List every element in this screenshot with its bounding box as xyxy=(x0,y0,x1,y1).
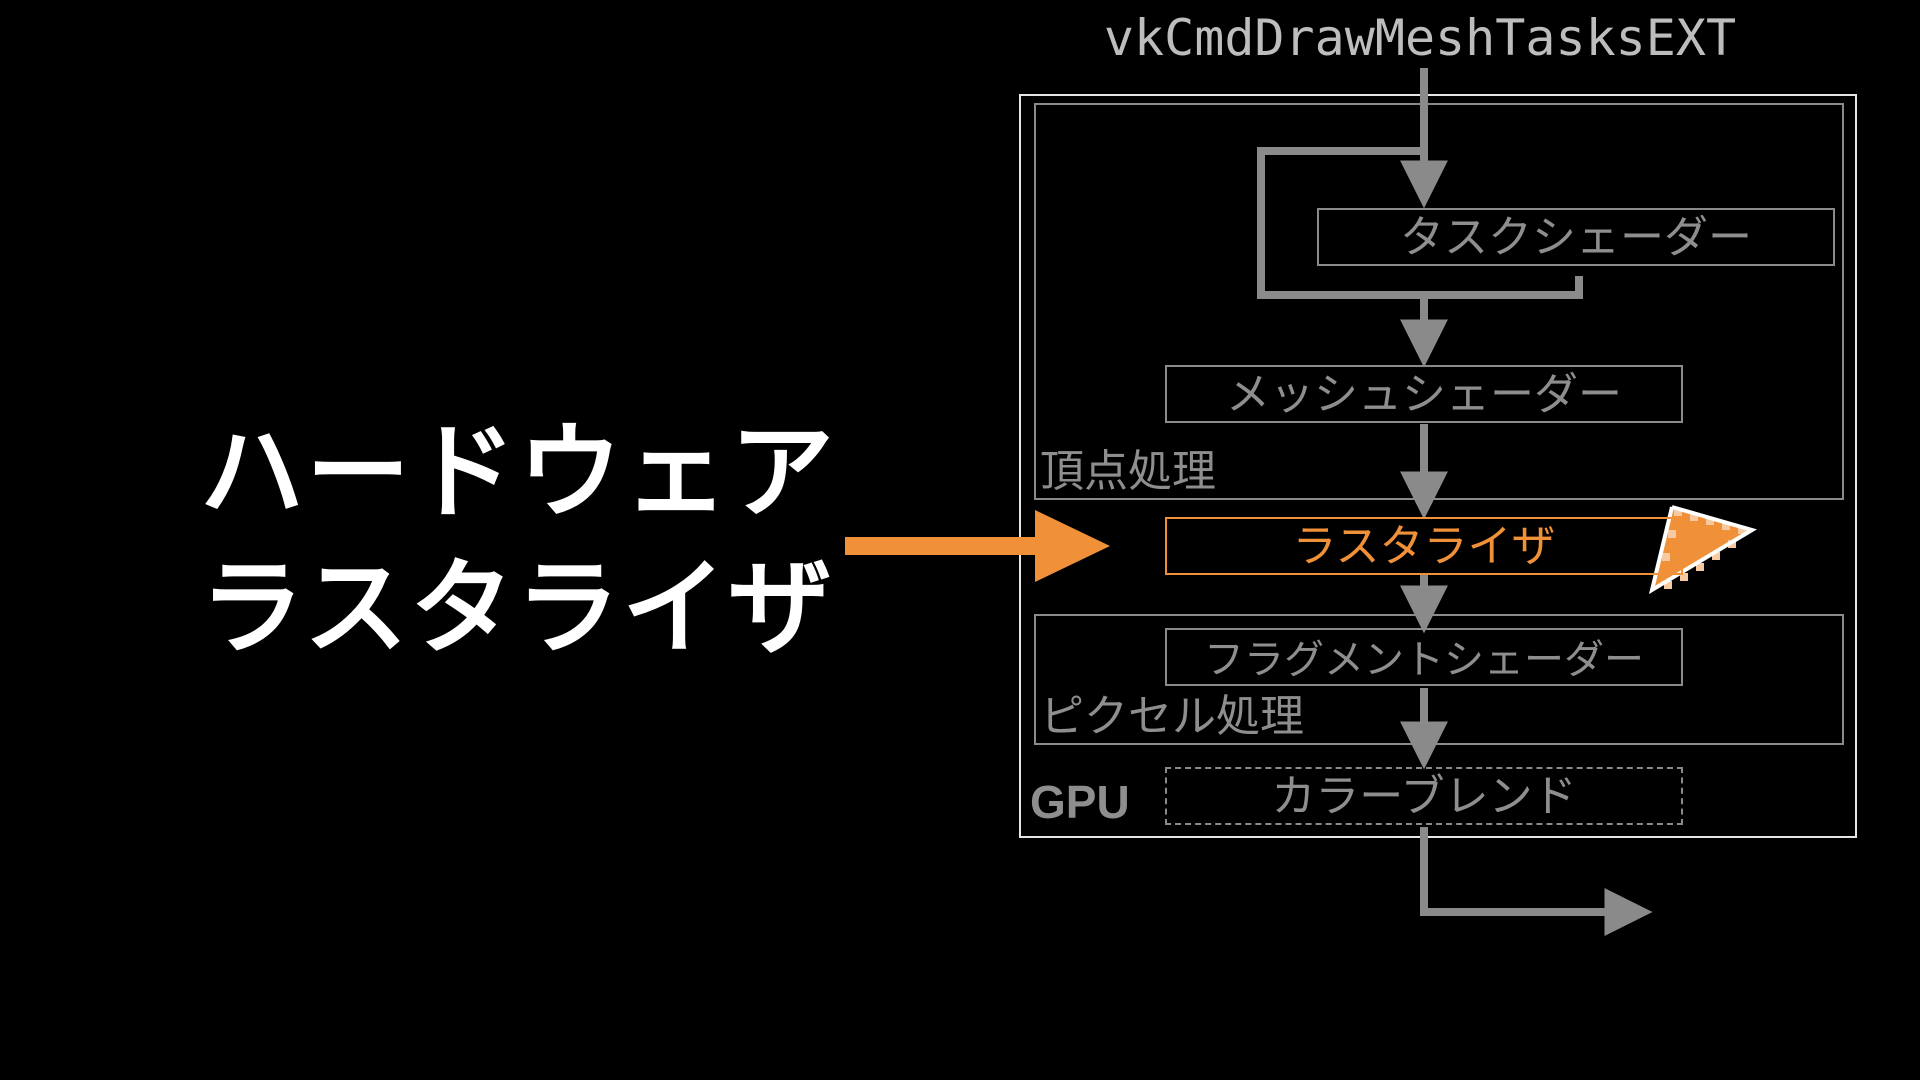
vertex-processing-label: 頂点処理 xyxy=(1040,446,1216,497)
triangle-raster-icon xyxy=(1648,505,1757,595)
flow-arrow-output xyxy=(1420,827,1653,936)
task-bypass-connector xyxy=(1257,147,1583,299)
gpu-label: GPU xyxy=(1030,776,1130,828)
slide-title-line-2: ラスタライザ xyxy=(200,547,834,669)
slide-title-line-1: ハードウェア xyxy=(200,411,837,533)
fragment-shader-label: フラグメントシェーダー xyxy=(1204,637,1644,683)
color-blend-label: カラーブレンド xyxy=(1271,771,1577,822)
pixel-processing-label: ピクセル処理 xyxy=(1040,691,1304,742)
rasterizer-label: ラスタライザ xyxy=(1292,521,1556,572)
api-call-label: vkCmdDrawMeshTasksEXT xyxy=(1103,9,1737,67)
fragment-shader-stage: フラグメントシェーダー xyxy=(1165,628,1683,686)
gpu-frame xyxy=(1019,94,1857,838)
task-shader-stage: タスクシェーダー xyxy=(1317,208,1835,266)
color-blend-stage: カラーブレンド xyxy=(1165,767,1683,825)
task-shader-label: タスクシェーダー xyxy=(1400,212,1752,263)
pointer-arrow-icon xyxy=(845,510,1110,582)
rasterizer-stage: ラスタライザ xyxy=(1165,517,1683,575)
mesh-shader-stage: メッシュシェーダー xyxy=(1165,365,1683,423)
mesh-shader-label: メッシュシェーダー xyxy=(1226,369,1622,420)
